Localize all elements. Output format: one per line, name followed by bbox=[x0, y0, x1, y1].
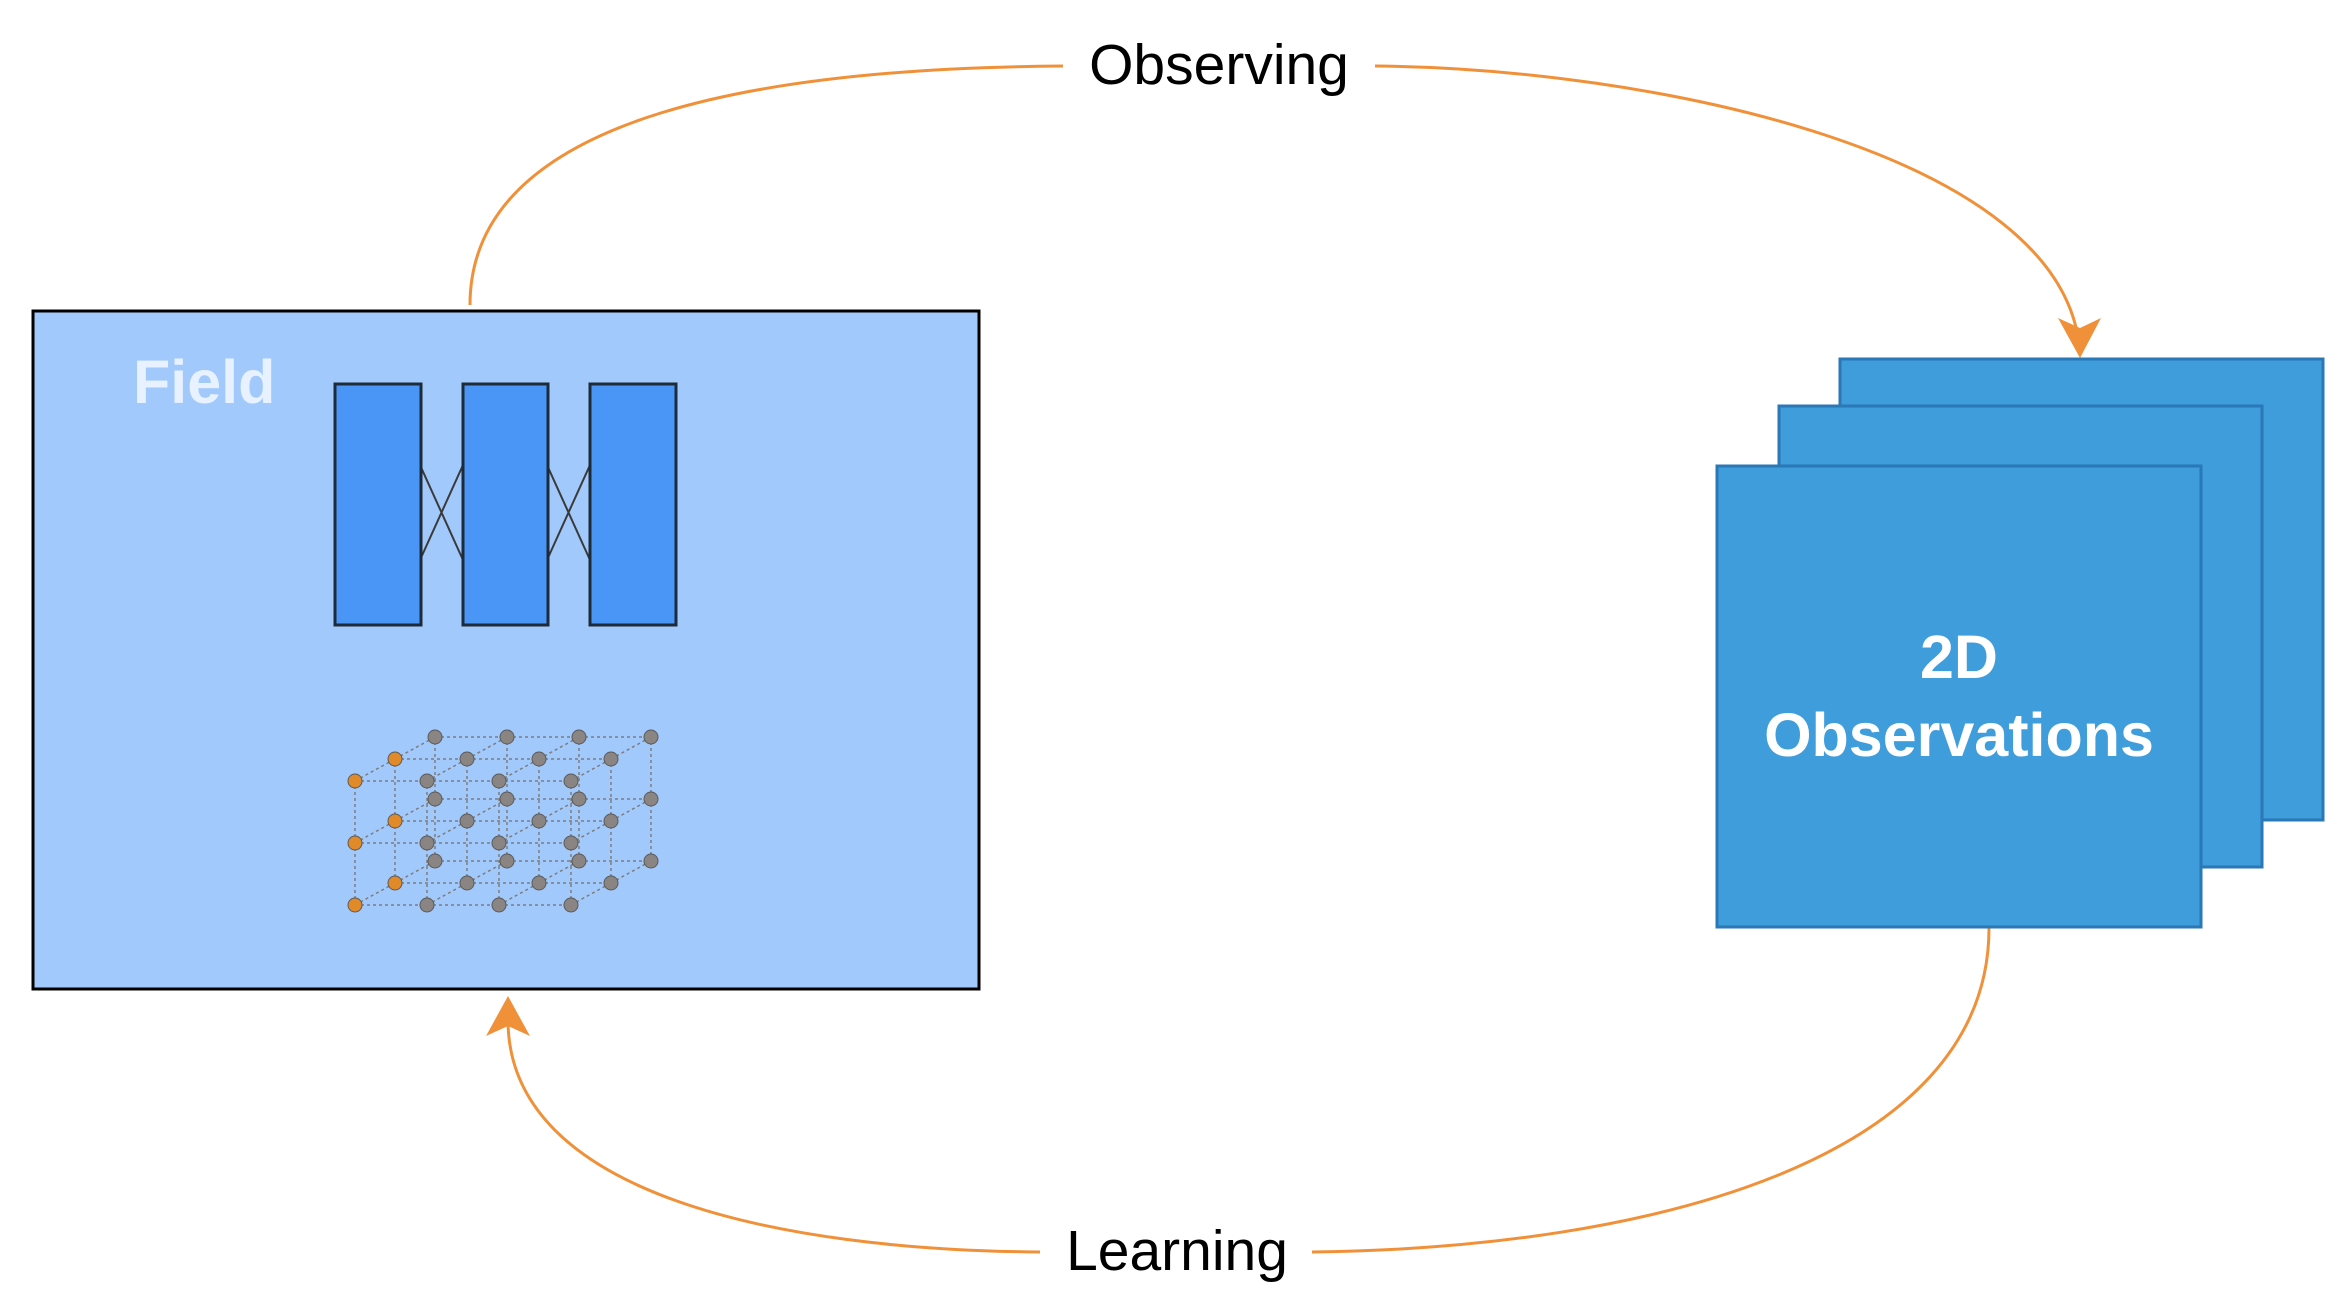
observation-stack: 2D Observations bbox=[1715, 357, 2325, 929]
lattice-atom-gray bbox=[563, 773, 579, 789]
observing-arrowhead bbox=[2058, 318, 2101, 358]
lattice-atom-gray bbox=[603, 875, 619, 891]
lattice-atom-gray bbox=[531, 751, 547, 767]
lattice-atom-orange bbox=[387, 751, 403, 767]
learning-label: Learning bbox=[1066, 1219, 1288, 1283]
crystal-lattice-image bbox=[347, 729, 659, 913]
lattice-atom-gray bbox=[563, 835, 579, 851]
lattice-atom-gray bbox=[603, 751, 619, 767]
lattice-atom-gray bbox=[459, 813, 475, 829]
lattice-atom-gray bbox=[427, 729, 443, 745]
lattice-atom-gray bbox=[571, 791, 587, 807]
lattice-atom-gray bbox=[459, 751, 475, 767]
lattice-atom-gray bbox=[571, 853, 587, 869]
lattice-bonds bbox=[354, 736, 652, 906]
lattice-atoms bbox=[347, 729, 659, 913]
network-block-3 bbox=[588, 382, 678, 627]
lattice-atom-orange bbox=[347, 835, 363, 851]
lattice-atom-gray bbox=[531, 813, 547, 829]
learning-arrow bbox=[506, 927, 1991, 1254]
lattice-atom-gray bbox=[427, 791, 443, 807]
lattice-atom-gray bbox=[419, 835, 435, 851]
field-label: Field bbox=[133, 348, 275, 416]
lattice-atom-gray bbox=[499, 791, 515, 807]
lattice-atom-gray bbox=[491, 835, 507, 851]
network-blocks bbox=[333, 382, 678, 627]
lattice-atom-gray bbox=[419, 897, 435, 913]
lattice-atom-gray bbox=[603, 813, 619, 829]
lattice-atom-gray bbox=[571, 729, 587, 745]
lattice-atom-gray bbox=[491, 773, 507, 789]
observations-label-line-2: Observations bbox=[1764, 701, 2154, 769]
lattice-atom-gray bbox=[643, 853, 659, 869]
lattice-atom-orange bbox=[347, 897, 363, 913]
field-box: Field bbox=[31, 309, 981, 991]
lattice-atom-gray bbox=[459, 875, 475, 891]
lattice-atom-gray bbox=[643, 791, 659, 807]
lattice-atom-gray bbox=[531, 875, 547, 891]
observation-card-front bbox=[1715, 464, 2203, 929]
network-block-2 bbox=[461, 382, 550, 627]
observing-label: Observing bbox=[1089, 33, 1349, 97]
lattice-atom-gray bbox=[419, 773, 435, 789]
network-block-1 bbox=[333, 382, 423, 627]
learning-arrowhead bbox=[486, 996, 530, 1036]
lattice-atom-orange bbox=[387, 813, 403, 829]
lattice-atom-orange bbox=[347, 773, 363, 789]
lattice-atom-gray bbox=[563, 897, 579, 913]
lattice-atom-gray bbox=[499, 729, 515, 745]
observations-label-line-1: 2D bbox=[1920, 623, 1998, 691]
lattice-atom-gray bbox=[427, 853, 443, 869]
lattice-atom-gray bbox=[499, 853, 515, 869]
lattice-atom-gray bbox=[643, 729, 659, 745]
lattice-atom-gray bbox=[491, 897, 507, 913]
observing-arrow bbox=[468, 64, 2082, 356]
lattice-atom-orange bbox=[387, 875, 403, 891]
